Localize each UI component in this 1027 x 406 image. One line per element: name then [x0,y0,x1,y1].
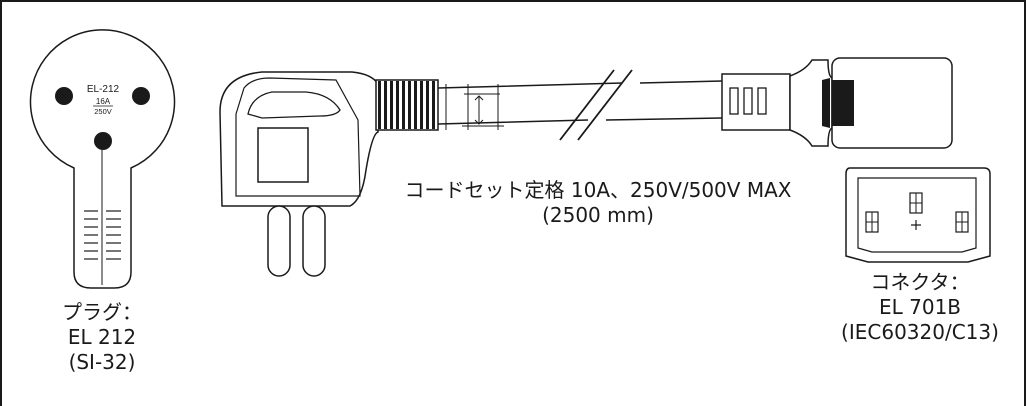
plug-body-inner-contour [235,77,361,197]
connector-face-inner [857,177,977,253]
plug-strain-relief-ribs [378,81,435,129]
plug-caption-title: プラグ： [62,300,142,324]
connector-strain-relief [721,73,791,131]
cord-diameter-arrows [474,95,484,125]
cord-length-text: (2500 mm) [542,203,654,227]
plug-face-view [29,29,176,289]
plug-ground-hole [94,132,112,150]
plug-caption-model: EL 212 [67,325,137,349]
cord-segment-right [605,80,723,121]
plug-contact-window [257,127,309,183]
plug-caption-standard: (SI-32) [68,350,136,374]
plug-side-view [219,71,439,277]
cord [437,69,723,141]
cord-segment-left [437,82,623,125]
connector-center-plus [911,220,921,230]
connector-caption: コネクタ： EL 701B (IEC60320/C13) [830,270,1010,345]
cord-diameter-dimension [445,84,504,130]
plug-voltage-marking: 250V [94,107,112,116]
plug-pin-hole-left [55,87,73,105]
connector-relief-slots [729,87,767,115]
connector-caption-model: EL 701B [878,295,962,319]
plug-pin-right [302,205,326,277]
connector-grip-ribs [822,78,854,128]
cord-break-mark [559,69,633,141]
plug-pin-left [267,205,291,277]
connector-face-outer [845,167,991,263]
plug-current-marking: 16A [96,97,111,106]
plug-markings: EL-212 16A 250V [87,84,120,116]
cord-rating-label: コードセット定格 10A、250V/500V MAX (2500 mm) [366,178,830,228]
connector-face-view [845,167,991,263]
plug-pin-hole-right [132,87,150,105]
plug-caption: プラグ： EL 212 (SI-32) [42,300,162,375]
connector-caption-title: コネクタ： [870,270,970,294]
plug-grip-cap [247,91,341,119]
plug-grip-ridges [84,210,121,260]
plug-model-marking: EL-212 [87,84,120,95]
cord-rating-text: コードセット定格 10A、250V/500V MAX [404,178,792,202]
connector-caption-standard: (IEC60320/C13) [841,320,999,344]
connector-side-view [721,57,953,149]
